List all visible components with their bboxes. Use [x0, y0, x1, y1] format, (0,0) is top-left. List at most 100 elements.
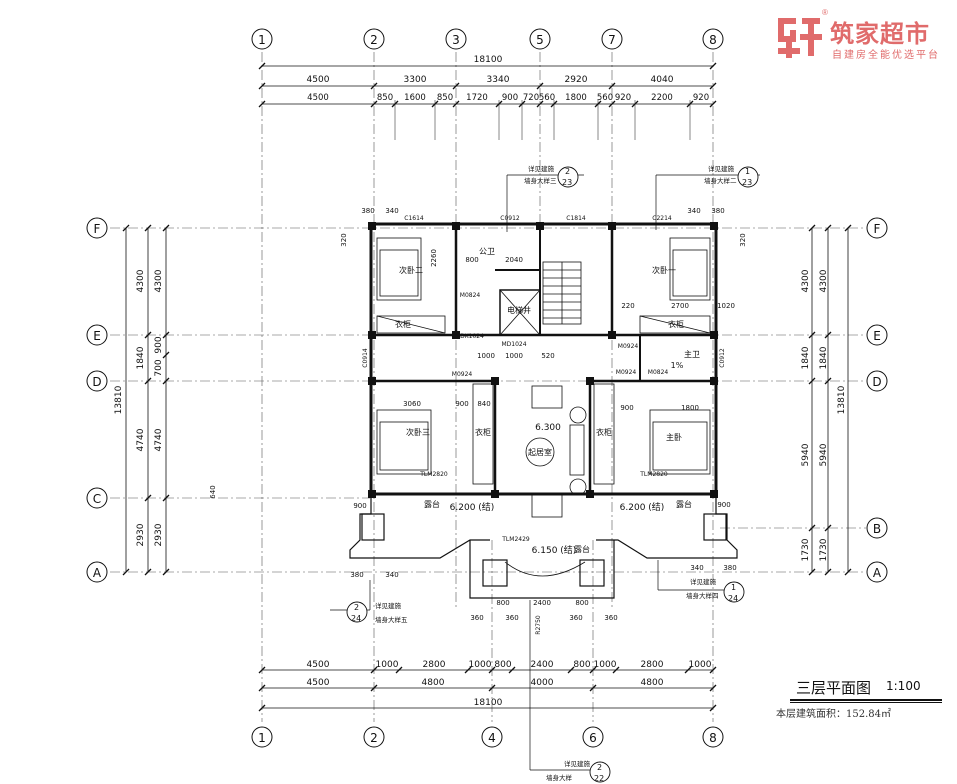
axis-bubbles-top	[251, 28, 724, 50]
dim-text: 1000	[689, 660, 712, 670]
callout-sub: 墙身大样五	[375, 615, 408, 624]
room-terrace-right: 露台	[676, 499, 692, 509]
dim-inner: 380	[723, 564, 736, 572]
dim-inner: 2040	[505, 256, 523, 264]
axis-label-left: C	[93, 492, 101, 506]
label-m0824: M0824	[648, 369, 669, 376]
dim-inner: 360	[604, 614, 617, 622]
slope-label: 1%	[671, 361, 684, 370]
axis-label-right: A	[873, 566, 882, 580]
label-md1024: MD1024	[501, 341, 526, 348]
dim-text: 5940	[819, 443, 829, 466]
floor-area: 本层建筑面积：152.84㎡	[776, 709, 891, 720]
dim-inner: 380	[350, 571, 363, 579]
dim-text: 4500	[307, 678, 330, 688]
dim-text: 4500	[307, 93, 329, 103]
dim-text: 1000	[594, 660, 617, 670]
dim-top-total: 18100	[474, 55, 503, 65]
dim-inner: 840	[477, 400, 490, 408]
dim-text: 18100	[474, 698, 503, 708]
dim-inner: 340	[690, 564, 703, 572]
axis-label-top: 7	[608, 33, 616, 47]
wardrobes	[376, 315, 711, 485]
dim-inner: 800	[496, 599, 509, 607]
dim-text: 4500	[307, 660, 330, 670]
axis-label-left: D	[92, 375, 101, 389]
room-wardrobe: 衣柜	[596, 427, 612, 437]
callout-sheet: 24	[351, 614, 361, 623]
dim-text: 800	[494, 660, 511, 670]
callout-sub: 墙身大样二	[704, 176, 737, 185]
beds	[376, 237, 711, 475]
label-dk1024: DK1024	[460, 333, 484, 340]
level-living: 6.300	[535, 423, 561, 433]
dim-text: 1720	[466, 93, 488, 103]
dim-text: 4500	[307, 75, 330, 85]
dim-text: 1840	[801, 346, 811, 369]
dim-inner: 340	[385, 207, 398, 215]
axis-label-bottom: 4	[488, 731, 496, 745]
dim-inner: 900	[717, 501, 730, 509]
dim-text: 2800	[641, 660, 664, 670]
dim-text: 800	[573, 660, 590, 670]
callout-bubbles	[346, 166, 759, 783]
label-c1614: C1614	[404, 215, 424, 222]
dim-inner: 2260	[430, 249, 438, 267]
dim-text: 1840	[819, 346, 829, 369]
bottom-dimensions	[258, 666, 717, 712]
columns	[368, 222, 718, 498]
callout-num: 2	[354, 603, 359, 612]
callout-note: 详见建施	[564, 759, 591, 768]
dim-text: 900	[502, 93, 518, 103]
callout-sub: 墙身大样三	[524, 176, 557, 185]
dim-inner: 800	[465, 256, 478, 264]
dim-text: 4300	[154, 269, 164, 292]
room-elevator: 电梯井	[507, 305, 531, 315]
axis-label-bottom: 2	[370, 731, 378, 745]
callout-sub: 墙身大样四	[686, 591, 719, 600]
axis-label-bottom: 1	[258, 731, 266, 745]
axis-label-left: A	[93, 566, 102, 580]
dim-inner: 340	[385, 571, 398, 579]
dim-top-row2: 4500 850 1600 850 1720 900 720 560 1800 …	[307, 93, 709, 103]
dim-inner: 520	[541, 352, 554, 360]
dim-text: 560	[597, 93, 613, 103]
callout-sub: 墙身大样	[546, 773, 573, 782]
callout-sheet: 23	[742, 178, 752, 187]
dim-inner: 900	[455, 400, 468, 408]
callout-num: 1	[731, 583, 736, 592]
dim-text: 2920	[565, 75, 588, 85]
title-underline-thin	[790, 702, 942, 703]
label-tlm2820: TLM2820	[419, 471, 448, 478]
axis-bubbles-side	[86, 217, 888, 583]
dim-inner: 220	[621, 302, 634, 310]
dim-text: 4740	[154, 428, 164, 451]
label-m0924: M0924	[452, 371, 473, 378]
dim-text: 700	[154, 359, 164, 376]
terraces	[349, 494, 738, 599]
side-dimensions	[122, 224, 852, 576]
brand-tagline: 自建房全能优选平台	[832, 50, 940, 61]
room-wardrobe: 衣柜	[475, 427, 491, 437]
dim-inner: 900	[620, 404, 633, 412]
label-m0824: M0824	[460, 292, 481, 299]
dim-inner: 320	[340, 233, 348, 246]
drawing-title: 三层平面图	[796, 679, 872, 697]
room-bed3: 次卧三	[406, 427, 430, 437]
label-c0912: C0912	[719, 348, 726, 368]
axis-label-bottom: 8	[709, 731, 717, 745]
callout-note: 详见建施	[690, 577, 717, 586]
axis-label-right: F	[874, 222, 881, 236]
dim-text: 1840	[136, 346, 146, 369]
dim-text: 1600	[404, 93, 426, 103]
label-m0924: M0924	[616, 369, 637, 376]
callout-sheet: 24	[728, 594, 738, 603]
room-bed2: 次卧二	[399, 265, 423, 275]
dim-text: 2400	[531, 660, 554, 670]
living-furniture	[525, 385, 587, 518]
label-c2214: C2214	[652, 215, 672, 222]
dim-inner: 360	[569, 614, 582, 622]
brand-mark-icon	[778, 18, 822, 58]
dim-text: 13810	[837, 385, 847, 414]
callout-note: 详见建施	[375, 601, 402, 610]
